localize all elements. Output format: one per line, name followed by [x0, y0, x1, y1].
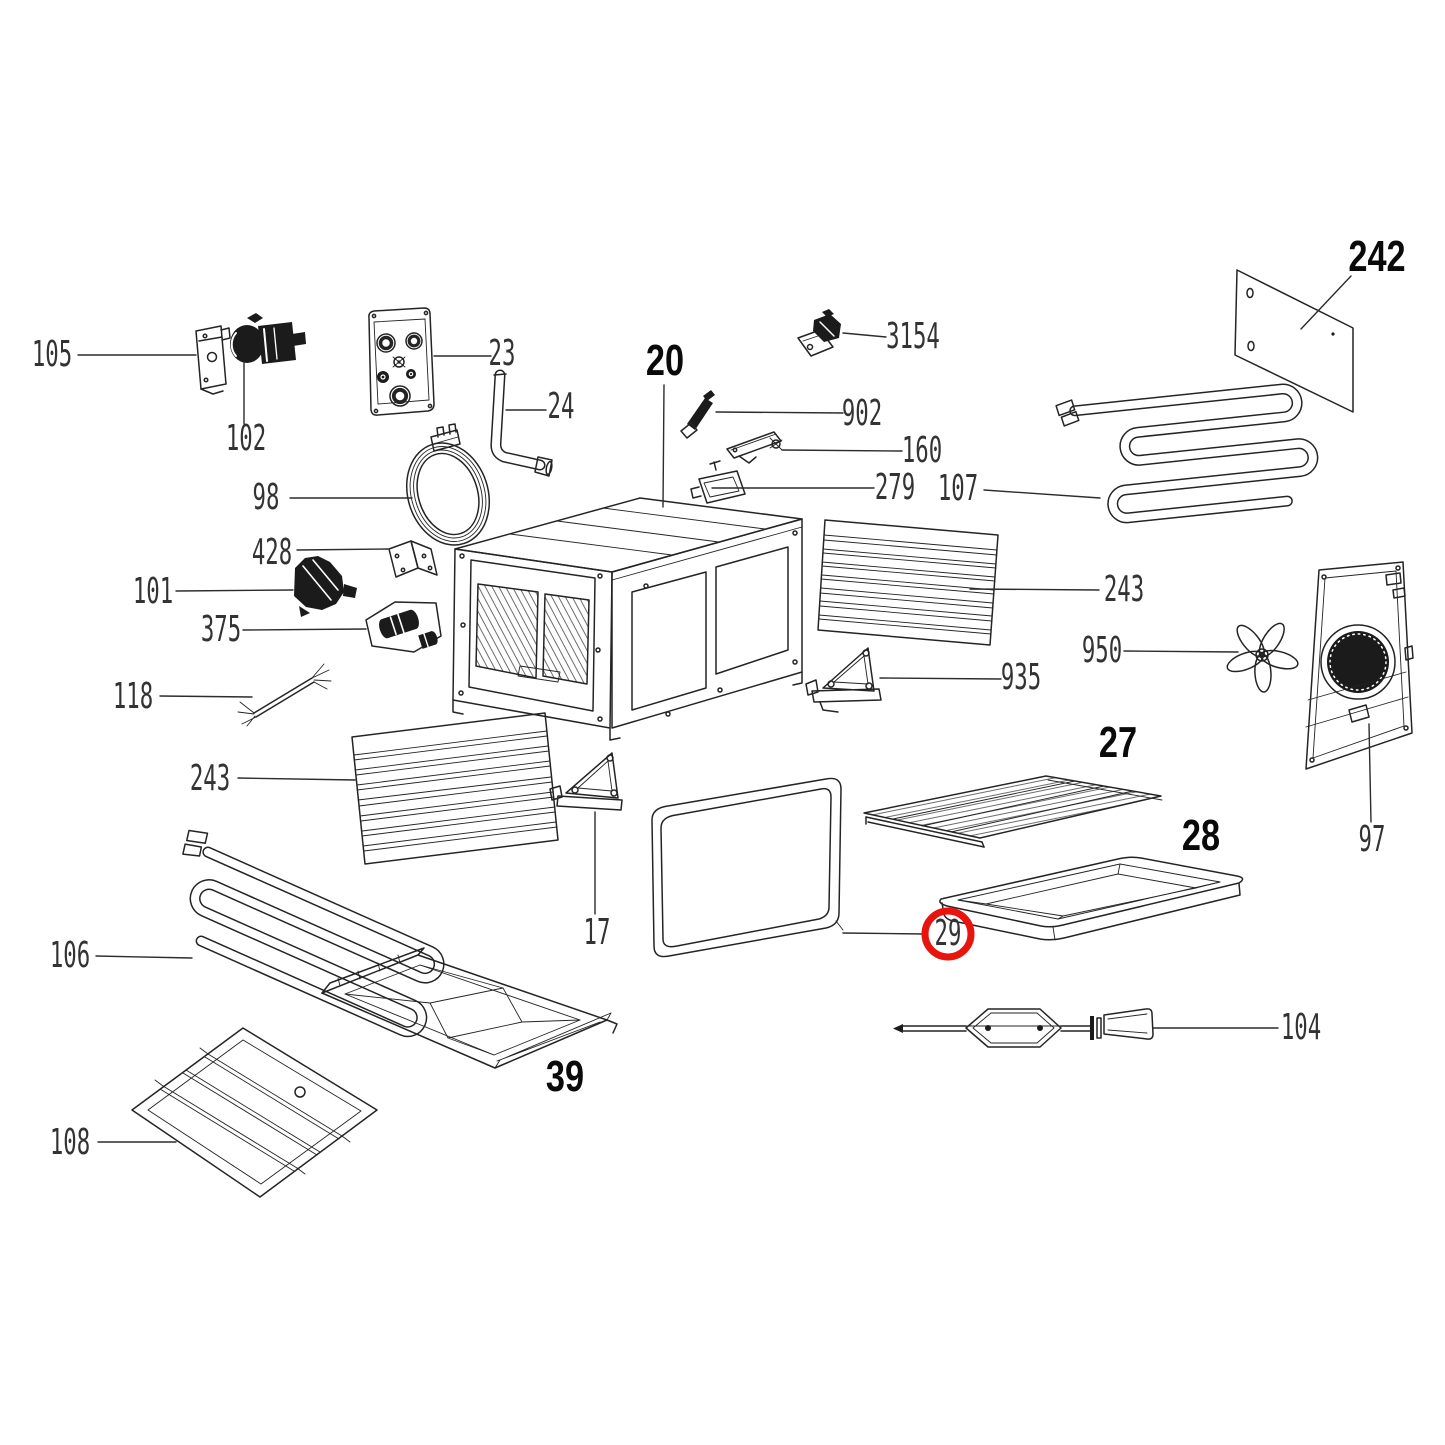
part-label-902: 902 [841, 393, 883, 434]
leader-lines [77, 275, 1372, 1143]
part-drawing-bottom-panel-108 [131, 1027, 378, 1198]
part-label-950: 950 [1081, 630, 1123, 671]
leader-20 [662, 384, 665, 508]
part-label-3154: 3154 [886, 316, 940, 357]
leader-29 [842, 932, 925, 935]
part-drawing-bracket-935 [805, 647, 882, 713]
part-drawing-mount-bracket-105 [195, 325, 231, 395]
part-label-279: 279 [874, 467, 916, 508]
part-label-17: 17 [583, 912, 611, 953]
part-label-105: 105 [31, 334, 73, 375]
part-label-29-highlighted: 29 [934, 913, 962, 954]
part-drawing-rotisserie-104 [893, 1008, 1154, 1048]
leader-902 [715, 411, 844, 414]
part-drawing-door-glass-29 [651, 777, 844, 958]
part-drawing-thermostat-3154 [797, 309, 841, 357]
part-drawing-fan-950 [1226, 622, 1299, 693]
part-label-106: 106 [49, 935, 91, 976]
leader-935 [879, 677, 1002, 680]
part-drawing-motor-102 [230, 313, 306, 364]
part-label-27: 27 [1098, 718, 1138, 767]
leader-118 [159, 695, 253, 698]
highlight-circle [921, 907, 975, 961]
part-drawing-side-panel-243-left [351, 712, 559, 865]
part-label-935: 935 [1000, 657, 1042, 698]
part-drawing-grill-rack-27 [863, 775, 1163, 848]
leader-101 [175, 589, 294, 592]
part-label-28: 28 [1181, 811, 1221, 860]
leader-107 [983, 489, 1101, 499]
leader-242 [1300, 275, 1352, 330]
leader-428 [296, 548, 389, 551]
part-label-160: 160 [901, 430, 943, 471]
part-label-24: 24 [547, 386, 575, 427]
part-drawing-lamp-plate-375 [365, 601, 442, 653]
part-label-243-left: 243 [189, 758, 231, 799]
part-drawing-bracket-160 [726, 431, 783, 464]
part-label-104: 104 [1280, 1007, 1322, 1048]
part-label-23: 23 [488, 333, 516, 374]
part-label-375: 375 [200, 609, 242, 650]
leader-375 [242, 628, 367, 631]
part-label-97: 97 [1358, 819, 1386, 860]
part-drawing-bake-element-106 [182, 829, 445, 1038]
part-drawing-burner-plate-23 [368, 307, 435, 416]
leader-160 [781, 449, 903, 452]
part-drawing-ring-element-98 [405, 423, 491, 546]
part-drawing-wire-118 [237, 663, 332, 727]
part-drawing-angle-bracket-428 [388, 540, 438, 578]
leader-950 [1123, 650, 1239, 653]
part-drawing-bracket-902 [680, 390, 715, 439]
part-drawing-gas-pipe-24 [490, 369, 553, 477]
leader-243-right [969, 588, 1100, 591]
leader-97 [1368, 723, 1372, 823]
part-drawing-bracket-279 [690, 460, 746, 504]
part-drawing-rear-panel-97 [1305, 561, 1414, 770]
part-label-101: 101 [132, 571, 174, 612]
part-label-98: 98 [252, 477, 280, 518]
part-label-108: 108 [49, 1122, 91, 1163]
leader-106 [95, 955, 193, 959]
part-label-428: 428 [251, 532, 293, 573]
leader-243-left [237, 777, 356, 781]
part-label-102: 102 [225, 418, 267, 459]
part-drawing-hood-tray-39 [321, 947, 618, 1069]
part-label-243-right: 243 [1103, 569, 1145, 610]
part-label-39: 39 [545, 1052, 585, 1101]
part-label-107: 107 [937, 468, 979, 509]
part-drawing-side-panel-243-right [817, 519, 999, 646]
part-drawing-baking-tray-28 [939, 856, 1244, 941]
part-drawing-oven-cavity-20 [452, 497, 803, 741]
part-drawing-broil-element-107 [1055, 383, 1319, 524]
part-drawing-cover-plate-242 [1234, 269, 1354, 413]
part-label-20: 20 [645, 336, 685, 385]
part-label-118: 118 [112, 676, 154, 717]
part-drawing-switch-101 [294, 556, 357, 617]
part-label-242: 242 [1348, 232, 1406, 281]
part-drawing-bracket-17 [549, 752, 623, 811]
leader-3154 [842, 332, 887, 338]
